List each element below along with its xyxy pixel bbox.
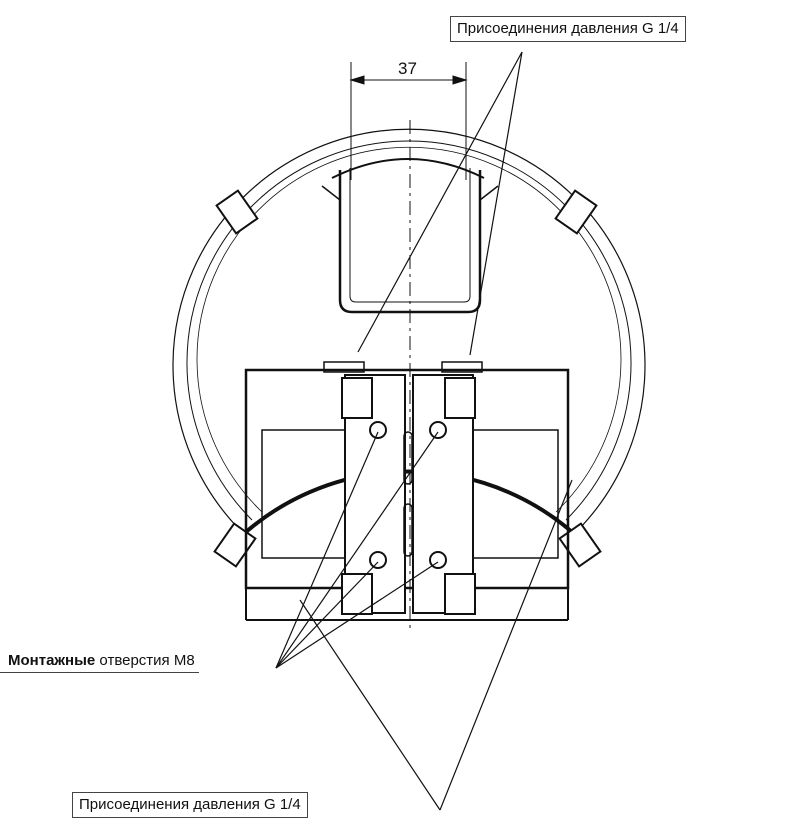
dimension-label: 37 xyxy=(398,59,417,78)
mounting-label-rest: отверстия M8 xyxy=(95,652,195,669)
flange-plates xyxy=(341,374,476,615)
pressure-connection-callout-top: Присоединения давления G 1/4 xyxy=(450,16,686,42)
mounting-label-bold: Монтажные xyxy=(8,652,96,669)
center-slots xyxy=(403,431,413,557)
housing-ring xyxy=(172,128,646,547)
leader-lines xyxy=(275,51,573,811)
mounting-holes-callout: Монтажные отверстия M8 xyxy=(0,650,199,673)
dimension-37 xyxy=(349,62,468,180)
pressure-connection-callout-bottom: Присоединения давления G 1/4 xyxy=(72,792,308,818)
sensor-body xyxy=(244,361,570,621)
